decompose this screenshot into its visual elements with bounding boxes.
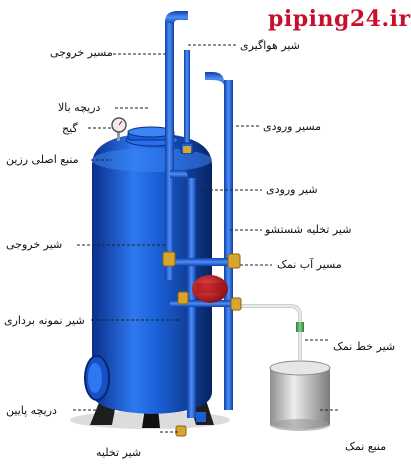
leader-lines: [73, 44, 340, 433]
brass-valves: [162, 148, 242, 437]
label-inlet-path: مسیر ورودی: [263, 120, 322, 133]
top-hatch: [127, 126, 175, 141]
main-control-valve: [192, 275, 228, 303]
label-outlet-valve: شیر خروجی: [6, 238, 63, 251]
label-air-valve: شیر هواگیری: [240, 39, 300, 52]
label-brine-line-valve: شیر خط نمک: [333, 340, 396, 353]
label-drain-valve: شیر تخلیه: [96, 446, 142, 459]
inlet-pipe: [205, 72, 233, 410]
brine-line: [232, 304, 304, 360]
label-resin-tank: منبع اصلی رزین: [6, 153, 79, 166]
outlet-pipe: [165, 11, 188, 280]
diagram-stage: piping24.ir مسیر خروجی شیر هواگیری دریچه…: [4, 6, 410, 459]
softener-diagram: [70, 11, 340, 437]
label-brine-path: مسیر آب نمک: [277, 258, 342, 271]
brine-tank-body: [269, 360, 331, 431]
label-brine-tank: منبع نمک: [345, 440, 387, 453]
site-brand: piping24.ir: [268, 6, 411, 32]
label-outlet-path: مسیر خروجی: [50, 46, 113, 59]
side-pipes: [170, 170, 240, 422]
pressure-gauge: [111, 117, 127, 141]
label-inlet-valve: شیر ورودی: [266, 183, 318, 196]
label-top-hatch: دریچه بالا: [58, 101, 101, 114]
label-bottom-hatch: دریچه پایین: [6, 404, 57, 417]
label-gauge: گیج: [62, 122, 78, 135]
label-backwash-drain-valve: شیر تخلیه شستشو: [265, 223, 352, 236]
bottom-hatch: [84, 355, 110, 401]
label-sampling-valve: شیر نمونه برداری: [4, 314, 85, 327]
